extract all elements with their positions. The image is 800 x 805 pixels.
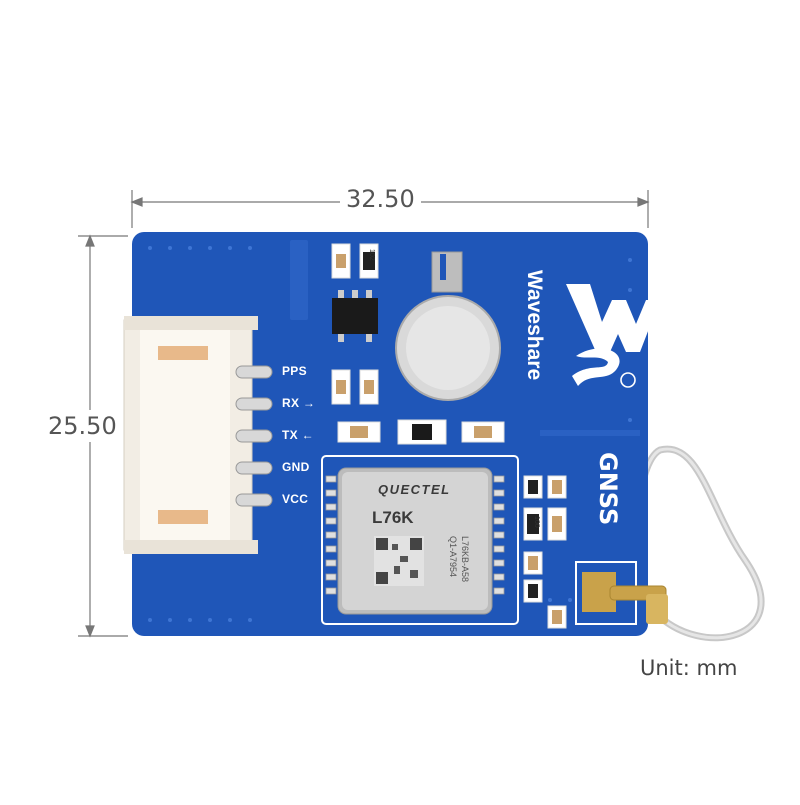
pin-label-gnd: GND: [282, 460, 310, 474]
gnss-module: [321, 455, 519, 625]
smd-components: [331, 243, 567, 629]
module-code-line2: Q1-A7954: [448, 536, 458, 578]
qr-code: [374, 536, 424, 586]
pin-label-tx: TX ←: [282, 428, 314, 442]
width-dimension-label: 32.50: [340, 185, 421, 213]
backup-battery: [395, 251, 501, 401]
antenna-connector: [575, 561, 668, 625]
brand-name: Waveshare: [523, 270, 546, 381]
resistor-marking: 102: [368, 249, 375, 261]
waveshare-logo: [566, 284, 660, 388]
pin-header-connector: [123, 316, 258, 554]
pin-label-pps: PPS: [282, 364, 307, 378]
module-maker: QUECTEL: [378, 482, 451, 497]
resistor-marking: 100: [533, 516, 540, 528]
pin-label-vcc: VCC: [282, 492, 309, 506]
module-model: L76K: [372, 508, 414, 527]
product-label: GNSS: [594, 452, 622, 526]
pin-label-rx: RX →: [282, 396, 316, 410]
module-code-line1: L76KB-A58: [460, 536, 470, 583]
unit-label: Unit: mm: [640, 656, 738, 680]
height-dimension-label: 25.50: [48, 410, 117, 442]
pin-pads: [235, 365, 273, 507]
